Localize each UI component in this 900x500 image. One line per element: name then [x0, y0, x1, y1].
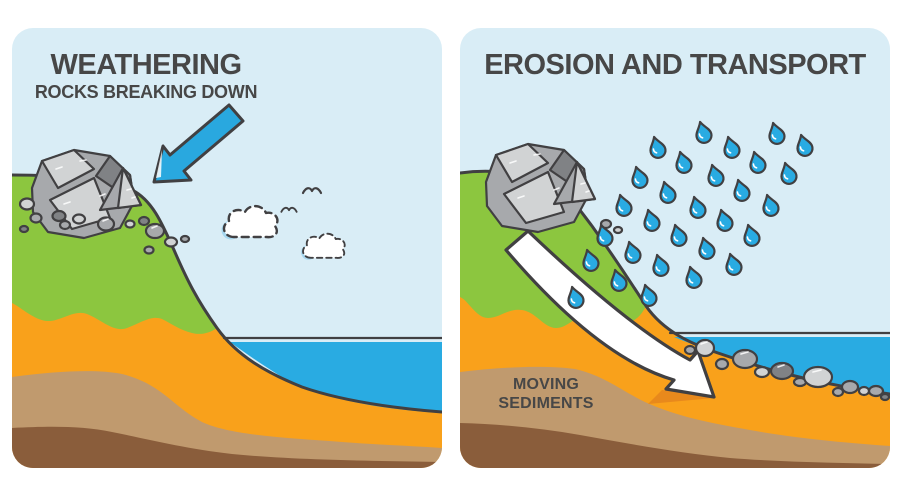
raindrop-icon: [691, 118, 715, 146]
raindrop-icon: [620, 238, 644, 266]
sea-water: [230, 342, 442, 413]
cloud-icon: [301, 232, 346, 260]
raindrop-icon: [712, 206, 736, 234]
raindrop-icon: [758, 191, 782, 219]
raindrop-icon: [685, 193, 709, 221]
raindrop-icon: [694, 234, 718, 262]
weathering-subtitle: ROCKS BREAKING DOWN: [34, 82, 258, 102]
weathering-panel: WEATHERING ROCKS BREAKING DOWN: [12, 28, 442, 468]
moving-sediments-line1: MOVING: [512, 376, 580, 393]
sediment-rocks-icon: [683, 338, 890, 402]
soil-layer: [12, 426, 442, 468]
raindrop-icon: [639, 206, 663, 234]
erosion-title: EROSION AND TRANSPORT: [484, 49, 866, 81]
raindrop-icon: [739, 221, 763, 249]
weathering-scene: [12, 103, 442, 468]
weathering-title: WEATHERING: [50, 49, 242, 81]
raindrop-icon: [776, 159, 800, 187]
raindrop-icon: [666, 221, 690, 249]
cloud-icon: [221, 204, 279, 240]
raindrop-icon: [792, 131, 816, 159]
raindrop-icon: [645, 133, 669, 161]
boulder-icon: [484, 142, 624, 235]
erosion-scene: [460, 118, 890, 468]
raindrop-icon: [648, 251, 672, 279]
bird-icon: [280, 206, 298, 213]
raindrop-icon: [729, 176, 753, 204]
raindrop-icon: [655, 178, 679, 206]
moving-sediments-line2: SEDIMENTS: [498, 395, 594, 412]
moving-sediments-label: MOVING SEDIMENTS: [498, 375, 593, 413]
bird-icon: [301, 187, 323, 195]
soil-layer: [460, 423, 890, 468]
raindrop-icon: [721, 250, 745, 278]
raindrop-icon: [745, 148, 769, 176]
raindrop-icon: [703, 161, 727, 189]
raindrop-icon: [719, 133, 743, 161]
raindrop-icon: [627, 163, 651, 191]
raindrop-icon: [764, 119, 788, 147]
weathering-arrow-icon: [152, 103, 245, 184]
raindrop-icon: [611, 191, 635, 219]
raindrop-icon: [681, 263, 705, 291]
transport-arrow-icon: [504, 229, 716, 404]
pebbles-icon: [18, 197, 191, 255]
raindrop-icon: [671, 148, 695, 176]
erosion-panel: EROSION AND TRANSPORT MOVING SEDIMENTS: [460, 28, 890, 468]
